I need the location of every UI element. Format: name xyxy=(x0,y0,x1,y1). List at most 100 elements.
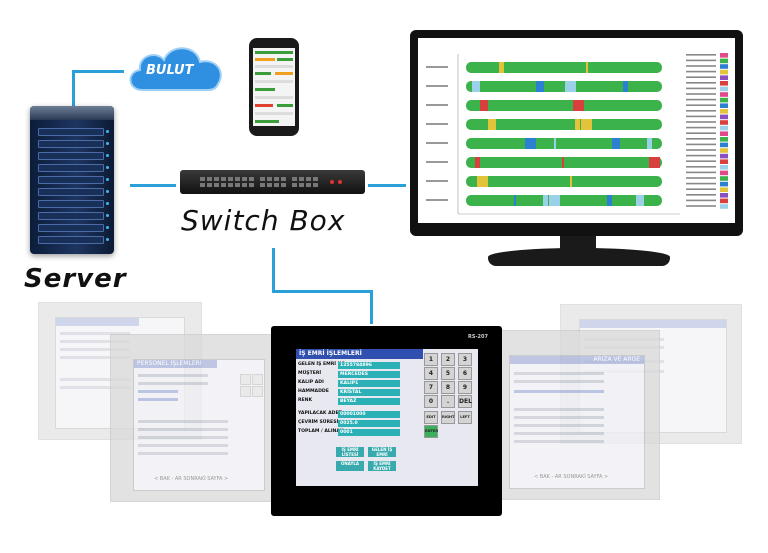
timeline-segment xyxy=(615,62,620,73)
switch-box-label: Switch Box xyxy=(181,204,346,237)
timeline-segment xyxy=(623,81,628,92)
hmi-field-label: GELEN İŞ EMRİ NO xyxy=(298,362,346,367)
keypad-key-1[interactable]: 1 xyxy=(424,353,438,366)
legend-swatch xyxy=(720,109,728,114)
timeline-segment xyxy=(586,62,588,73)
timeline-segment xyxy=(525,138,536,149)
timeline-segment xyxy=(549,195,560,206)
legend-line xyxy=(686,143,716,146)
keypad-key-3[interactable]: 3 xyxy=(458,353,472,366)
legend-swatch xyxy=(720,165,728,170)
keypad-key-.[interactable]: . xyxy=(441,395,455,408)
timeline-segment xyxy=(565,81,576,92)
hmi-terminal: RS-207 İŞ EMRİ İŞLEMLERİ GELEN İŞ EMRİ N… xyxy=(271,326,502,516)
row-label xyxy=(426,142,448,144)
timeline-segment xyxy=(499,62,504,73)
keypad-key-4[interactable]: 4 xyxy=(424,367,438,380)
hmi-field-value[interactable]: BEYAZ xyxy=(338,398,400,405)
row-label xyxy=(426,180,448,182)
legend-swatch xyxy=(720,64,728,69)
connector-switch-hmi-v xyxy=(370,290,373,324)
timeline-segment xyxy=(575,119,580,130)
timeline-segment xyxy=(612,138,620,149)
keypad-nav-enter[interactable]: ENTER xyxy=(424,425,438,438)
keypad-key-8[interactable]: 8 xyxy=(441,381,455,394)
row-label xyxy=(426,123,448,125)
timeline-segment xyxy=(562,157,564,168)
timeline-segment xyxy=(573,100,584,111)
timeline-segment xyxy=(541,176,552,187)
hmi-action-button[interactable]: ONAYLA xyxy=(336,461,364,471)
legend-swatch xyxy=(720,153,728,159)
keypad-key-0[interactable]: 0 xyxy=(424,395,438,408)
legend-line xyxy=(686,132,716,134)
right-panel-footer: < BAK - AR SONRAKİ SAYFA > xyxy=(534,474,609,480)
legend-line xyxy=(686,54,716,56)
monitor-dashboard xyxy=(418,38,735,223)
keypad-key-2[interactable]: 2 xyxy=(441,353,455,366)
legend-line xyxy=(686,154,716,157)
hmi-field-label: HAMMADDE xyxy=(298,389,329,394)
hmi-action-button[interactable]: İŞ EMRİ KAYDET xyxy=(368,461,396,471)
keypad-nav-right[interactable]: RIGHT xyxy=(441,411,455,424)
legend-line xyxy=(686,205,716,207)
timeline-segment xyxy=(594,81,596,92)
legend-line xyxy=(686,121,716,123)
legend-line xyxy=(686,194,716,196)
keypad-key-5[interactable]: 5 xyxy=(441,367,455,380)
cloud-icon xyxy=(129,47,222,91)
keypad-nav-left[interactable]: LEFT xyxy=(458,411,472,424)
legend-line xyxy=(686,70,716,73)
timeline-segment xyxy=(488,119,496,130)
connector-switch-down xyxy=(272,248,275,292)
legend-swatch xyxy=(720,53,728,58)
hmi-field-value[interactable]: KALIP1 xyxy=(338,380,400,387)
timeline-segment xyxy=(636,195,644,206)
legend-line xyxy=(686,188,716,190)
timeline-segment xyxy=(557,62,568,73)
hmi-field-value[interactable]: MERCEDES xyxy=(338,371,400,378)
timeline-segment xyxy=(496,138,504,149)
keypad-key-7[interactable]: 7 xyxy=(424,381,438,394)
row-label xyxy=(426,85,448,87)
left-panel-footer: < BAK - AR SONRAKİ SAYFA > xyxy=(154,476,229,482)
server-top xyxy=(30,106,114,120)
hmi-action-button[interactable]: GELEN İŞ EMRİ xyxy=(368,447,396,457)
legend-line xyxy=(686,76,716,78)
hmi-field-value[interactable]: 0001 xyxy=(338,429,400,436)
legend-swatch xyxy=(720,58,728,64)
panel-left: PERSONEL İŞLEMLERİ < BAK - AR SONRAKİ SA… xyxy=(110,334,280,502)
legend-line xyxy=(686,65,716,67)
legend-line xyxy=(686,199,716,202)
hmi-field-value[interactable]: 1255784896 xyxy=(338,362,400,369)
timeline-segment xyxy=(591,157,596,168)
timeline-segment xyxy=(546,119,548,130)
hmi-field-value[interactable]: KRİSTAL xyxy=(338,389,400,396)
timeline-segment xyxy=(639,119,644,130)
switch-box-icon xyxy=(180,170,365,194)
legend-swatch xyxy=(720,92,728,97)
keypad-key-6[interactable]: 6 xyxy=(458,367,472,380)
timeline-segment xyxy=(536,81,544,92)
keypad-nav-edit[interactable]: EDIT xyxy=(424,411,438,424)
machine-timeline-bar xyxy=(466,81,662,92)
keypad-key-9[interactable]: 9 xyxy=(458,381,472,394)
timeline-segment xyxy=(543,195,548,206)
timeline-segment xyxy=(649,157,660,168)
connector-switch-hmi-h xyxy=(272,290,372,293)
timeline-segment xyxy=(644,62,652,73)
legend-line xyxy=(686,87,716,90)
hmi-field-value[interactable]: 0025.0 xyxy=(338,420,400,427)
hmi-badge: RS-207 xyxy=(468,334,488,340)
legend-swatch xyxy=(720,204,728,209)
connector-switch-monitor xyxy=(368,184,406,187)
timeline-segment xyxy=(631,100,636,111)
keypad-key-del[interactable]: DEL xyxy=(458,395,472,408)
hmi-action-button[interactable]: İŞ EMRİ LİSTESİ xyxy=(336,447,364,457)
timeline-segment xyxy=(607,195,612,206)
legend-swatch xyxy=(720,125,728,131)
timeline-segment xyxy=(583,138,588,149)
hmi-field-value[interactable]: 00001000 xyxy=(338,411,400,418)
